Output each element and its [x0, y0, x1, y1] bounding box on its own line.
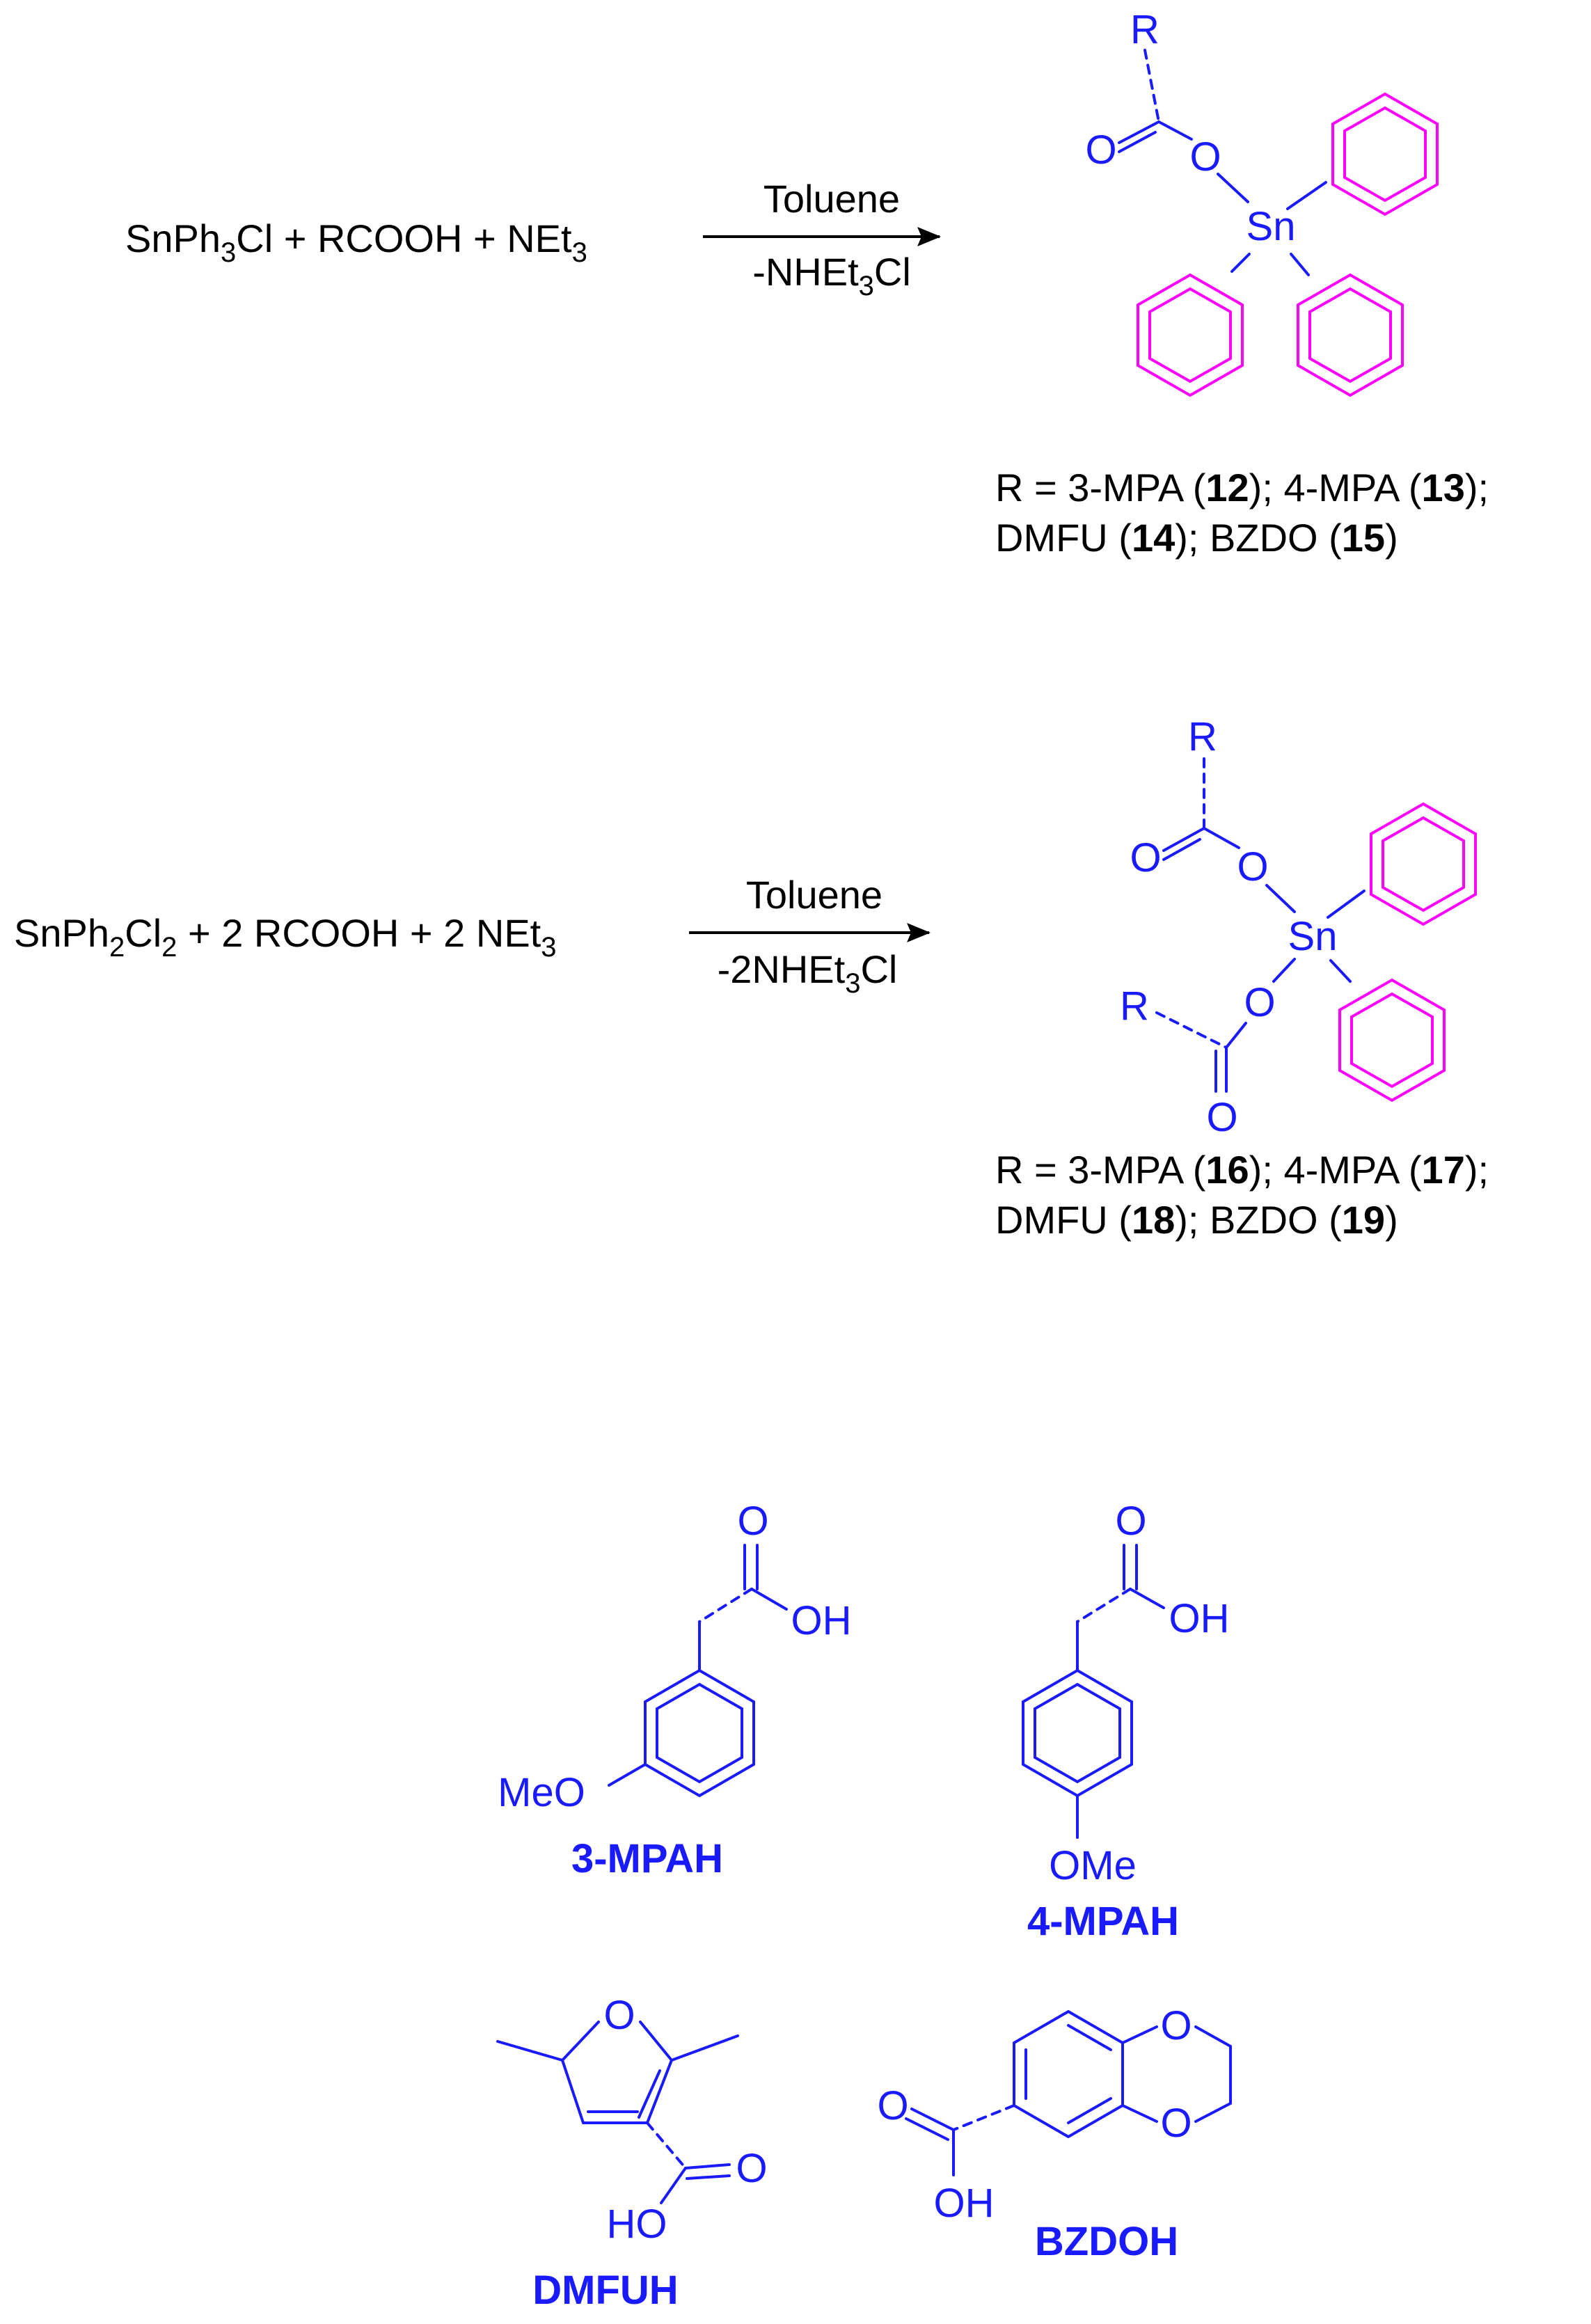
- r-group-label-top: R: [1188, 714, 1217, 759]
- phenyl-ring-b: [1338, 978, 1446, 1102]
- 4-mpah-carbonyl-o: O: [1115, 1499, 1146, 1544]
- o-sn-bond-top: [1265, 884, 1296, 913]
- carbonyl-bond: [1118, 120, 1160, 144]
- product-1-legend-line-2: DMFU (14); BZDO (15): [995, 516, 1398, 560]
- ester-oxygen: O: [1189, 134, 1221, 180]
- dmfuh-hydroxyl: HO: [607, 2202, 667, 2247]
- 3-mpah-methoxy: MeO: [498, 1770, 585, 1815]
- product-2-structure: R O O Sn O R O: [1120, 714, 1477, 1140]
- sn-phenyl-bond-2: [1230, 253, 1251, 273]
- product-1-legend-line-1: R = 3-MPA (12); 4-MPA (13);: [995, 466, 1489, 509]
- tin-atom: Sn: [1246, 204, 1296, 249]
- reaction-1: SnPh3Cl + RCOOH + NEt3 Toluene -NHEt3Cl …: [125, 7, 1489, 560]
- r-bond-dashed: [1143, 49, 1160, 123]
- reaction-1-solvent: Toluene: [763, 177, 900, 221]
- bzdoh-benzene-ring: [1013, 2009, 1124, 2139]
- bzdoh-carbonyl-o: O: [877, 2083, 908, 2128]
- product-2-legend-line-2: DMFU (18); BZDO (19): [995, 1198, 1398, 1242]
- ligands-panel: O OH MeO 3-MPAH O OH: [496, 1499, 1232, 2313]
- r-group-label-bottom: R: [1120, 983, 1149, 1029]
- sn-phenyl-bond-b: [1329, 959, 1352, 983]
- 4-mpah-name: 4-MPAH: [1027, 1899, 1179, 1944]
- carbonyl-oxygen-top: O: [1130, 835, 1161, 880]
- dmfuh-methyl-2: [670, 2034, 739, 2062]
- sn-phenyl-bond-a: [1327, 890, 1366, 919]
- 3-mpah-hydroxyl: OH: [791, 1598, 852, 1643]
- carbonyl-bond-top-2: [1162, 838, 1201, 861]
- bzdoh-co-bond-2: [905, 2117, 949, 2141]
- tin-atom-2: Sn: [1288, 914, 1338, 959]
- dmfuh-furan-ring: [561, 2021, 673, 2124]
- o-sn-bond-bottom: [1272, 958, 1296, 983]
- 3-mpah-dashed-bond: [698, 1588, 753, 1623]
- bzdoh-name: BZDOH: [1035, 2219, 1178, 2264]
- 3-mpah-benzene-ring: [644, 1668, 755, 1798]
- r-group-label: R: [1130, 7, 1159, 52]
- ester-oxygen-top: O: [1237, 844, 1268, 890]
- carbonyl-bond-2: [1118, 131, 1157, 153]
- dmfuh-co-bond-2: [686, 2174, 731, 2180]
- ester-bond-top: [1203, 827, 1240, 849]
- dmfuh-carbonyl-o: O: [736, 2146, 767, 2191]
- phenyl-ring-1: [1331, 92, 1439, 216]
- ester-bond-bottom: [1225, 1022, 1247, 1049]
- reaction-1-arrowhead: [917, 227, 941, 246]
- bzdoh-hydroxyl: OH: [934, 2181, 995, 2226]
- ester-bond: [1157, 120, 1193, 141]
- reaction-2-byproduct: -2NHEt3Cl: [718, 947, 898, 999]
- bzdoh-oxygen-bottom: O: [1160, 2101, 1192, 2146]
- ligand-3-mpah: O OH MeO 3-MPAH: [498, 1499, 851, 1881]
- dmfuh-ring-oxygen: O: [603, 1993, 635, 2038]
- reaction-1-byproduct: -NHEt3Cl: [752, 250, 911, 301]
- 3-mpah-carbonyl-o: O: [737, 1499, 768, 1544]
- dmfuh-methyl-1: [496, 2040, 564, 2062]
- ligand-bzdoh: O O O OH BZDOH: [877, 2003, 1232, 2264]
- carbonyl-bond-top: [1162, 827, 1205, 852]
- reaction-2-reactants: SnPh2Cl2 + 2 RCOOH + 2 NEt3: [14, 911, 556, 963]
- carbonyl-oxygen: O: [1085, 127, 1116, 173]
- phenyl-ring-3: [1297, 273, 1404, 397]
- sn-phenyl-bond-3: [1290, 253, 1310, 276]
- reaction-2-solvent: Toluene: [746, 873, 882, 917]
- carbonyl-oxygen-bottom: O: [1206, 1095, 1237, 1140]
- reaction-1-reactants: SnPh3Cl + RCOOH + NEt3: [125, 216, 587, 268]
- reaction-2: SnPh2Cl2 + 2 RCOOH + 2 NEt3 Toluene -2NH…: [14, 714, 1489, 1242]
- ester-oxygen-bottom: O: [1244, 980, 1275, 1025]
- 4-mpah-benzene-ring: [1022, 1668, 1133, 1798]
- ligand-4-mpah: O OH OMe 4-MPAH: [1022, 1499, 1230, 1944]
- 3-mpah-name: 3-MPAH: [571, 1836, 723, 1881]
- bzdoh-dashed-bond: [952, 2104, 1015, 2131]
- sn-phenyl-bond-1: [1286, 181, 1327, 210]
- 4-mpah-coh-bond: [1129, 1588, 1165, 1609]
- bzdoh-oxygen-top: O: [1160, 2003, 1192, 2048]
- dmfuh-name: DMFUH: [532, 2268, 678, 2313]
- o-sn-bond: [1217, 173, 1249, 203]
- 4-mpah-hydroxyl: OH: [1169, 1596, 1230, 1641]
- product-1-structure: R O O Sn: [1085, 7, 1439, 397]
- 4-mpah-methoxy: OMe: [1049, 1843, 1137, 1888]
- dmfuh-dashed-bond: [646, 2121, 687, 2169]
- 4-mpah-dashed-bond: [1076, 1588, 1132, 1623]
- dmfuh-coh-bond: [660, 2167, 687, 2204]
- dmfuh-co-bond: [684, 2163, 731, 2169]
- bzdoh-co-bond: [910, 2108, 955, 2131]
- 3-mpah-coh-bond: [750, 1588, 788, 1611]
- phenyl-ring-a: [1370, 802, 1477, 926]
- bzdoh-dioxane-ring: [1121, 2025, 1232, 2123]
- phenyl-ring-2: [1137, 273, 1244, 397]
- r-bond-dashed-bottom: [1155, 1011, 1228, 1049]
- product-2-legend-line-1: R = 3-MPA (16); 4-MPA (17);: [995, 1148, 1489, 1192]
- reaction-2-arrowhead: [907, 923, 931, 942]
- ligand-dmfuh: O O HO DMFUH: [496, 1993, 768, 2313]
- 3-mpah-ome-bond: [608, 1763, 647, 1787]
